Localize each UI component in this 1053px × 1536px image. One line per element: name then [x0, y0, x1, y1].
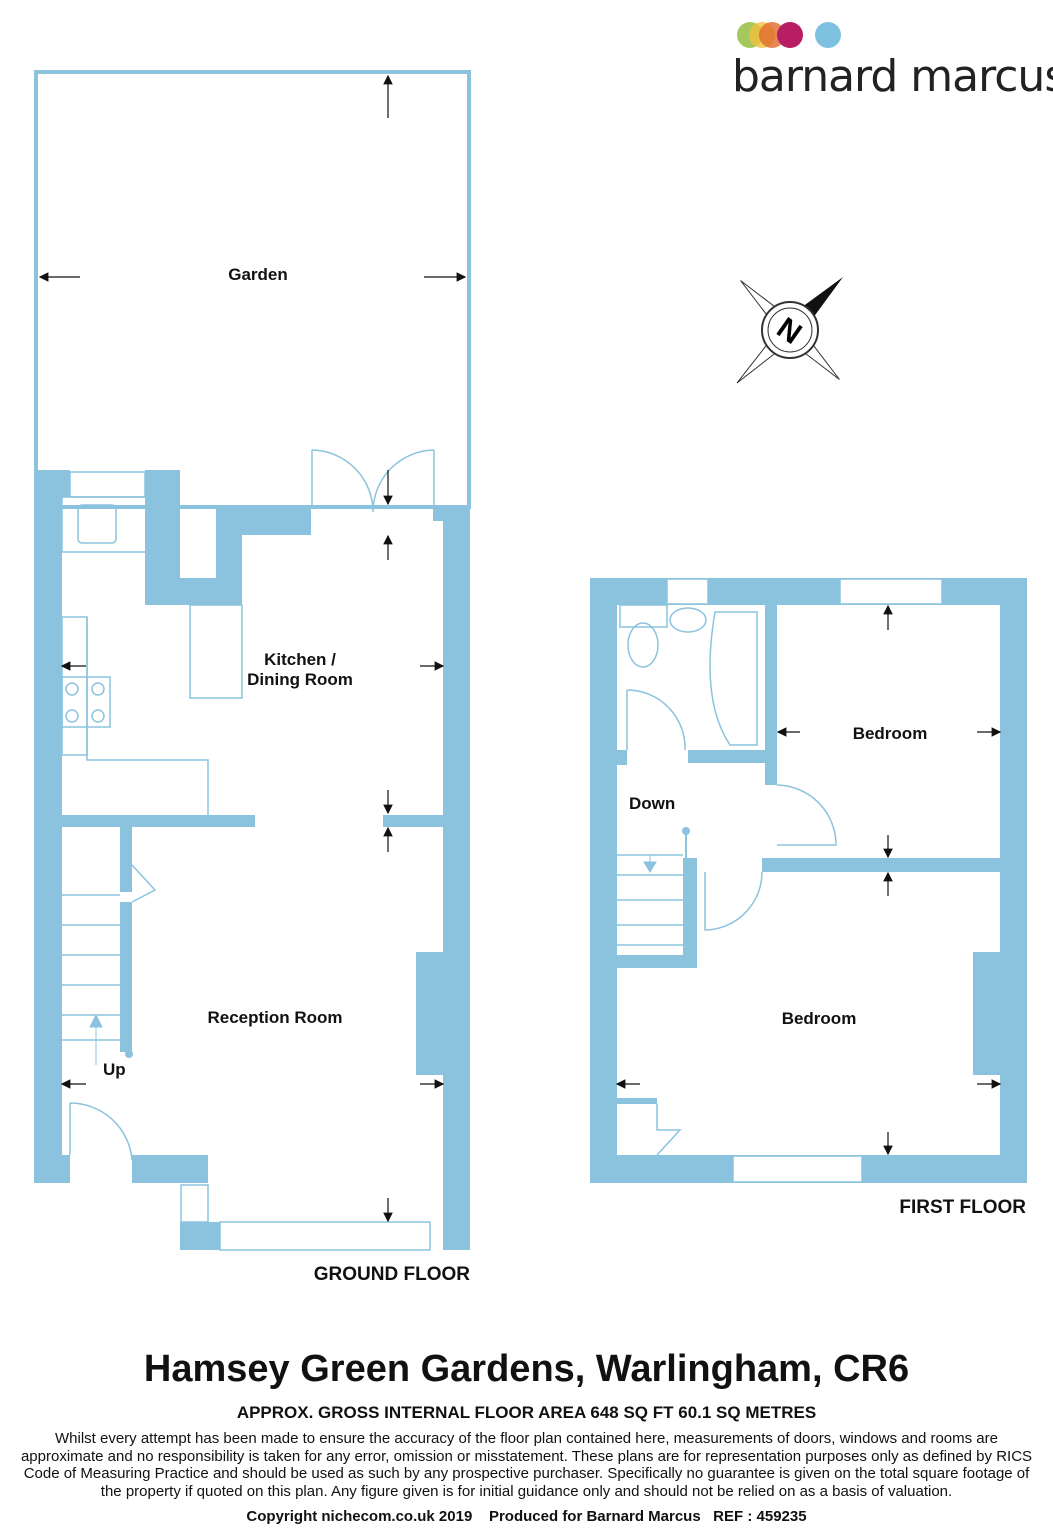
svg-text:barnard marcus: barnard marcus — [732, 51, 1053, 102]
brand-logo: barnard marcus — [732, 22, 1053, 102]
dimension-arrows — [615, 604, 1002, 1156]
dimension-arrows — [38, 74, 467, 1223]
garden-boundary — [34, 70, 471, 509]
room-label-bedroom-2: Bedroom — [782, 1009, 857, 1028]
room-label-garden: Garden — [228, 265, 288, 284]
room-label-dining: Dining Room — [247, 670, 353, 689]
stairs-up-arrow-icon — [89, 1013, 103, 1065]
stairs-down-label: Down — [629, 794, 675, 813]
fixtures — [61, 449, 435, 1161]
property-title: Hamsey Green Gardens, Warlingham, CR6 — [143, 1348, 910, 1390]
ground-floor-label: GROUND FLOOR — [314, 1264, 470, 1285]
ground-floor-plan — [34, 70, 471, 1251]
window — [666, 578, 943, 1183]
disclaimer: Whilst every attempt has been made to en… — [20, 1430, 1033, 1500]
copyright: Copyright nichecom.co.uk 2019 Produced f… — [246, 1508, 807, 1525]
stairs-up-label: Up — [103, 1060, 126, 1079]
room-label-kitchen: Kitchen / — [264, 650, 336, 669]
floor-area: APPROX. GROSS INTERNAL FLOOR AREA 648 SQ… — [236, 1403, 817, 1422]
first-floor-plan — [590, 578, 1027, 1183]
stairs-down-arrow-icon — [643, 855, 657, 873]
first-floor-label: FIRST FLOOR — [899, 1197, 1026, 1218]
room-label-reception: Reception Room — [207, 1008, 342, 1027]
fixtures — [617, 604, 837, 1156]
north-compass-icon — [736, 276, 844, 384]
window — [69, 471, 431, 1251]
room-label-bedroom-1: Bedroom — [853, 724, 928, 743]
